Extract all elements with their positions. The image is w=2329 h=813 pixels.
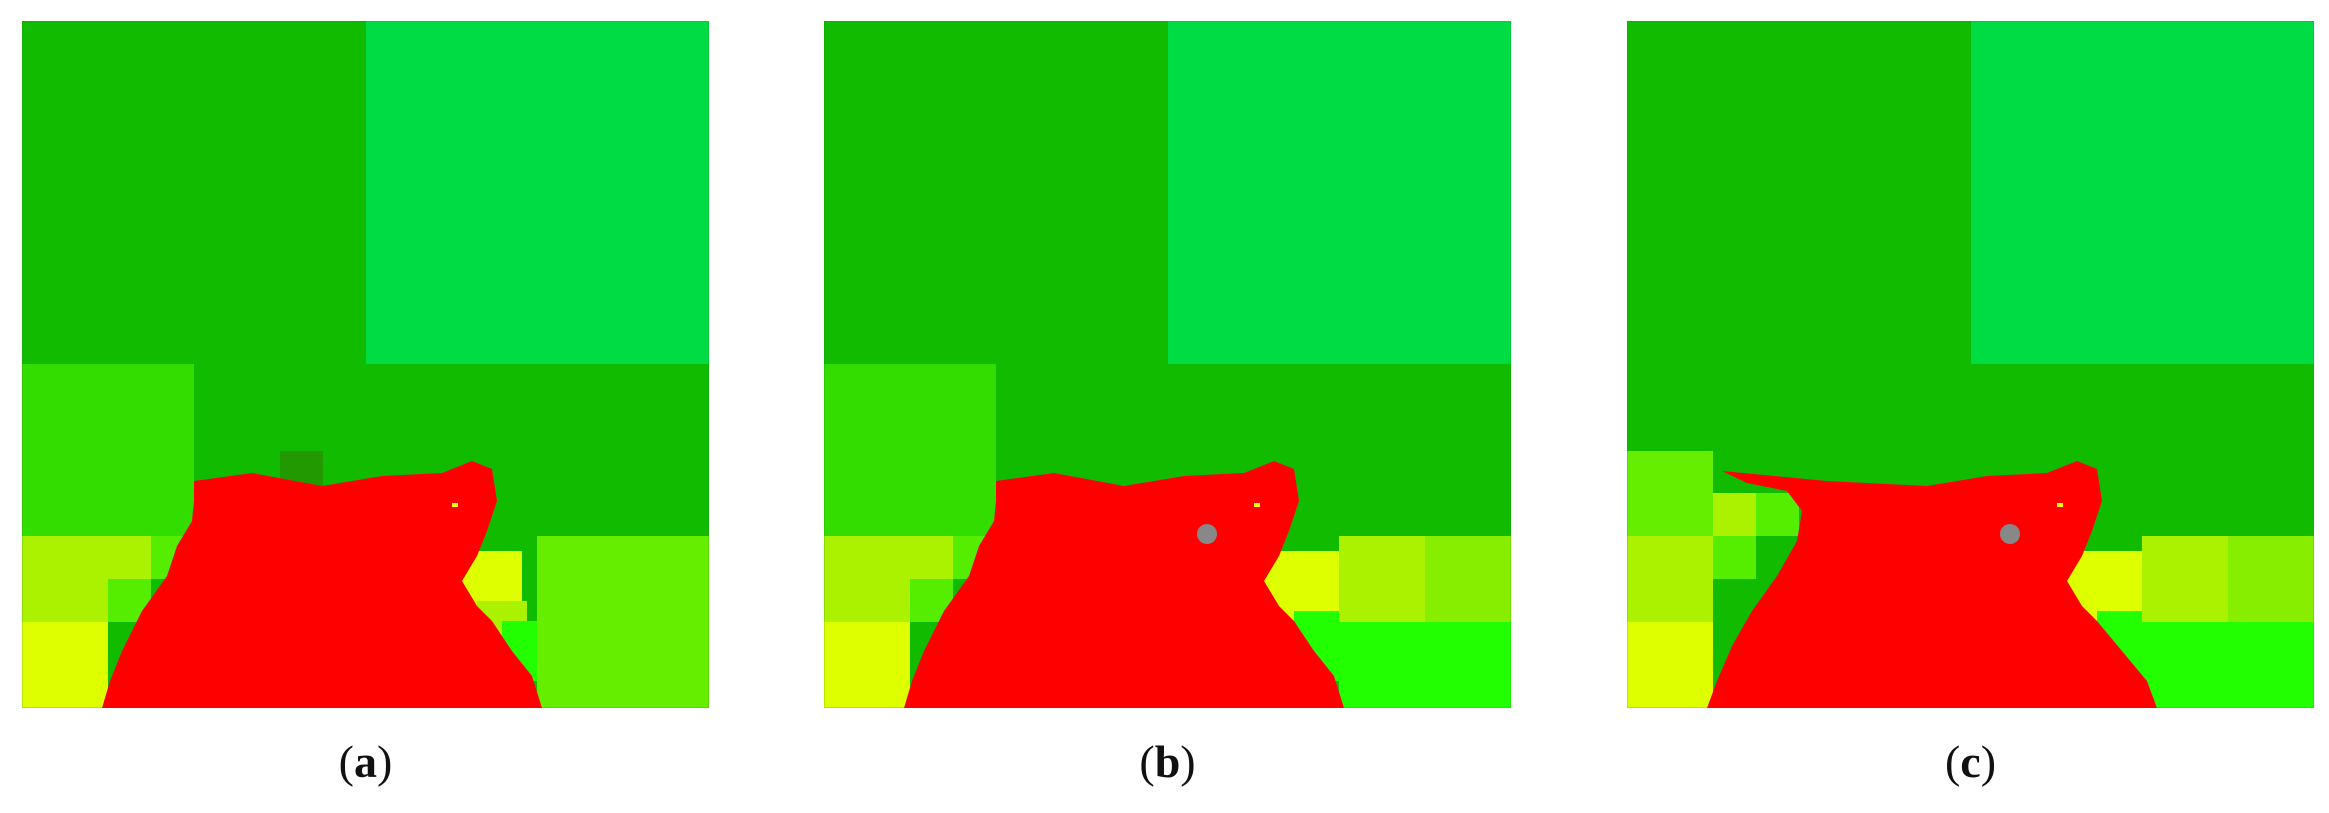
panel-b-image — [824, 21, 1511, 708]
bottom-right-block — [537, 536, 709, 708]
red-region — [904, 461, 1344, 708]
mid-left-block — [22, 364, 194, 536]
top-right-block — [1971, 21, 2314, 364]
caption-a: (a) — [338, 736, 393, 787]
top-right-block — [1168, 21, 1511, 364]
grey-patch — [2000, 524, 2020, 544]
top-right-block — [366, 21, 709, 364]
red-region — [102, 461, 542, 708]
red-region — [1707, 461, 2157, 708]
mid-left-block — [824, 364, 996, 536]
grey-patch — [1197, 524, 1217, 544]
panel-a-image — [22, 21, 709, 708]
caption-c: (c) — [1944, 736, 1997, 787]
caption-b: (b) — [1139, 736, 1196, 787]
panel-c-image — [1627, 21, 2314, 708]
